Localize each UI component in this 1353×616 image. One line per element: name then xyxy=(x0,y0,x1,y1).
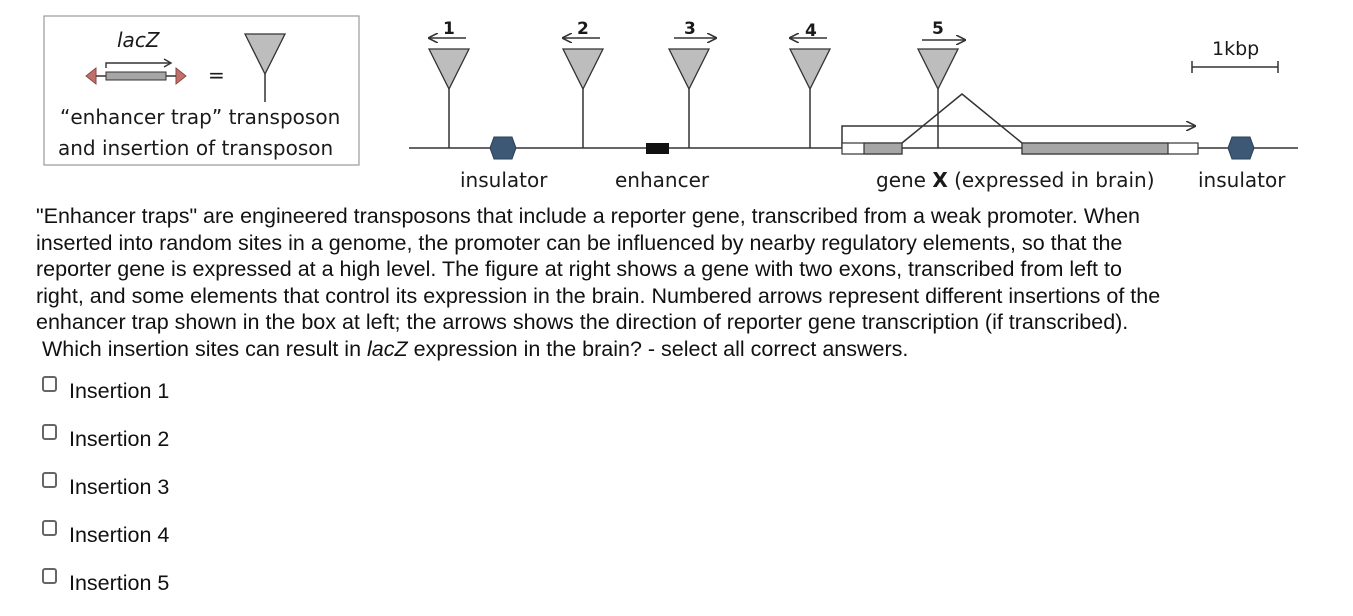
insertion-5-number: 5 xyxy=(932,19,944,39)
question-line-1: "Enhancer traps" are engineered transpos… xyxy=(36,204,1141,228)
legend-caption-line2: and insertion of transposon xyxy=(58,136,333,160)
insertion-2-marker: 2 xyxy=(561,19,605,148)
transposon-construct-icon xyxy=(85,58,187,86)
insulator-right-hexagon xyxy=(1227,136,1255,160)
option-label[interactable]: Insertion 3 xyxy=(69,475,170,499)
gene-x-structure xyxy=(841,93,1199,155)
enhancer-trap-figure: lacZ = “enhancer trap” transposon and in… xyxy=(43,15,1298,192)
question-prompt: Which insertion sites can result in lacZ… xyxy=(42,336,909,361)
insertion-3-marker: 3 xyxy=(667,19,716,148)
label-insulator-left: insulator xyxy=(460,168,548,192)
checkbox-insertion-1[interactable] xyxy=(42,376,57,392)
checkbox-insertion-5[interactable] xyxy=(42,568,57,584)
question-text: "Enhancer traps" are engineered transpos… xyxy=(36,203,1336,363)
legend-caption-line1: “enhancer trap” transposon xyxy=(60,105,340,129)
legend-box: lacZ = “enhancer trap” transposon and in… xyxy=(43,15,360,166)
checkbox-insertion-4[interactable] xyxy=(42,520,57,536)
question-line-2: inserted into random sites in a genome, … xyxy=(36,230,1123,255)
insertion-5-marker: 5 xyxy=(916,19,965,148)
option-label[interactable]: Insertion 2 xyxy=(69,427,170,451)
checkbox-insertion-2[interactable] xyxy=(42,424,57,440)
checkbox-insertion-3[interactable] xyxy=(42,472,57,488)
insertion-1-marker: 1 xyxy=(427,19,471,148)
option-label[interactable]: Insertion 4 xyxy=(69,523,170,547)
label-insulator-right: insulator xyxy=(1198,168,1286,192)
insertion-3-number: 3 xyxy=(684,19,696,39)
insertion-4-number: 4 xyxy=(805,21,817,41)
insertion-2-number: 2 xyxy=(577,19,589,39)
label-enhancer: enhancer xyxy=(615,168,710,192)
scale-bar: 1kbp xyxy=(1191,38,1279,73)
label-gene-x: gene X (expressed in brain) xyxy=(876,168,1155,192)
question-line-4: right, and some elements that control it… xyxy=(36,283,1161,308)
option-label[interactable]: Insertion 1 xyxy=(69,379,170,403)
enhancer-block xyxy=(646,143,669,154)
legend-gene-name: lacZ xyxy=(117,28,161,52)
legend-equals: = xyxy=(208,63,225,87)
transposon-insertion-icon xyxy=(243,33,287,102)
insulator-left-hexagon xyxy=(489,136,517,160)
insertion-1-number: 1 xyxy=(443,19,455,39)
question-line-5: enhancer trap shown in the box at left; … xyxy=(36,310,1129,335)
scale-bar-label: 1kbp xyxy=(1212,38,1259,60)
insertion-4-marker: 4 xyxy=(788,21,832,148)
question-line-3: reporter gene is expressed at a high lev… xyxy=(36,257,1122,282)
option-label[interactable]: Insertion 5 xyxy=(69,571,170,595)
